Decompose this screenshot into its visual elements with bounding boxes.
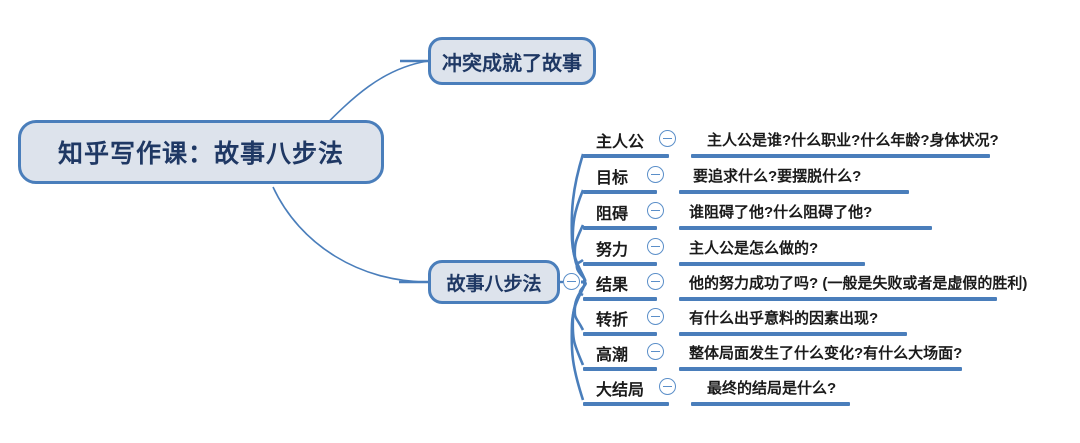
edge-root-to-eightsteps — [272, 186, 429, 283]
step-label-underline — [583, 154, 669, 158]
minus-circle-icon[interactable] — [647, 343, 664, 360]
step-description: 要追求什么?要摆脱什么? — [693, 168, 862, 185]
step-description-underline — [679, 262, 865, 266]
step-description-underline — [691, 154, 990, 158]
step-label: 高潮 — [596, 347, 629, 364]
minus-circle-icon[interactable] — [647, 166, 664, 183]
step-description: 谁阻碍了他?什么阻碍了他? — [689, 204, 873, 221]
step-label-underline — [583, 367, 657, 371]
minus-circle-icon[interactable] — [647, 238, 664, 255]
branch-node-conflict[interactable]: 冲突成就了故事 — [428, 37, 596, 85]
step-description-underline — [679, 332, 907, 336]
branch-node-conflict-label: 冲突成就了故事 — [442, 52, 582, 75]
step-label: 转折 — [596, 312, 629, 329]
step-label-underline — [583, 332, 657, 336]
minus-circle-icon[interactable] — [647, 308, 664, 325]
branch-node-eight-steps-label: 故事八步法 — [446, 273, 542, 295]
step-description: 主人公是怎么做的? — [689, 240, 819, 257]
step-label-underline — [583, 297, 657, 301]
step-label: 主人公 — [596, 134, 645, 151]
step-label: 目标 — [596, 170, 629, 187]
step-description: 他的努力成功了吗? (一般是失败或者是虚假的胜利) — [689, 275, 1028, 292]
minus-circle-icon[interactable] — [659, 130, 676, 147]
minus-circle-icon[interactable] — [659, 378, 676, 395]
step-label: 结果 — [596, 277, 629, 294]
branch-node-eight-steps[interactable]: 故事八步法 — [428, 260, 560, 304]
step-description: 主人公是谁?什么职业?什么年龄?身体状况? — [707, 132, 999, 149]
step-label-underline — [583, 226, 657, 230]
step-label: 努力 — [596, 242, 629, 259]
minus-circle-icon[interactable] — [647, 202, 664, 219]
root-node-label: 知乎写作课：故事八步法 — [57, 140, 344, 168]
minus-circle-icon[interactable] — [563, 273, 580, 290]
step-label-underline — [583, 262, 657, 266]
step-description-underline — [691, 402, 850, 406]
step-label: 大结局 — [596, 382, 645, 399]
root-node[interactable]: 知乎写作课：故事八步法 — [18, 120, 384, 184]
step-description-underline — [679, 226, 932, 230]
step-description-underline — [679, 297, 997, 301]
step-description-underline — [679, 190, 909, 194]
step-description: 最终的结局是什么? — [707, 380, 837, 397]
step-label-underline — [583, 402, 669, 406]
step-label: 阻碍 — [596, 206, 629, 223]
step-label-underline — [583, 190, 657, 194]
step-description: 整体局面发生了什么变化?有什么大场面? — [689, 345, 963, 362]
step-description-underline — [679, 367, 962, 371]
minus-circle-icon[interactable] — [647, 273, 664, 290]
step-description: 有什么出乎意料的因素出现? — [689, 310, 879, 327]
